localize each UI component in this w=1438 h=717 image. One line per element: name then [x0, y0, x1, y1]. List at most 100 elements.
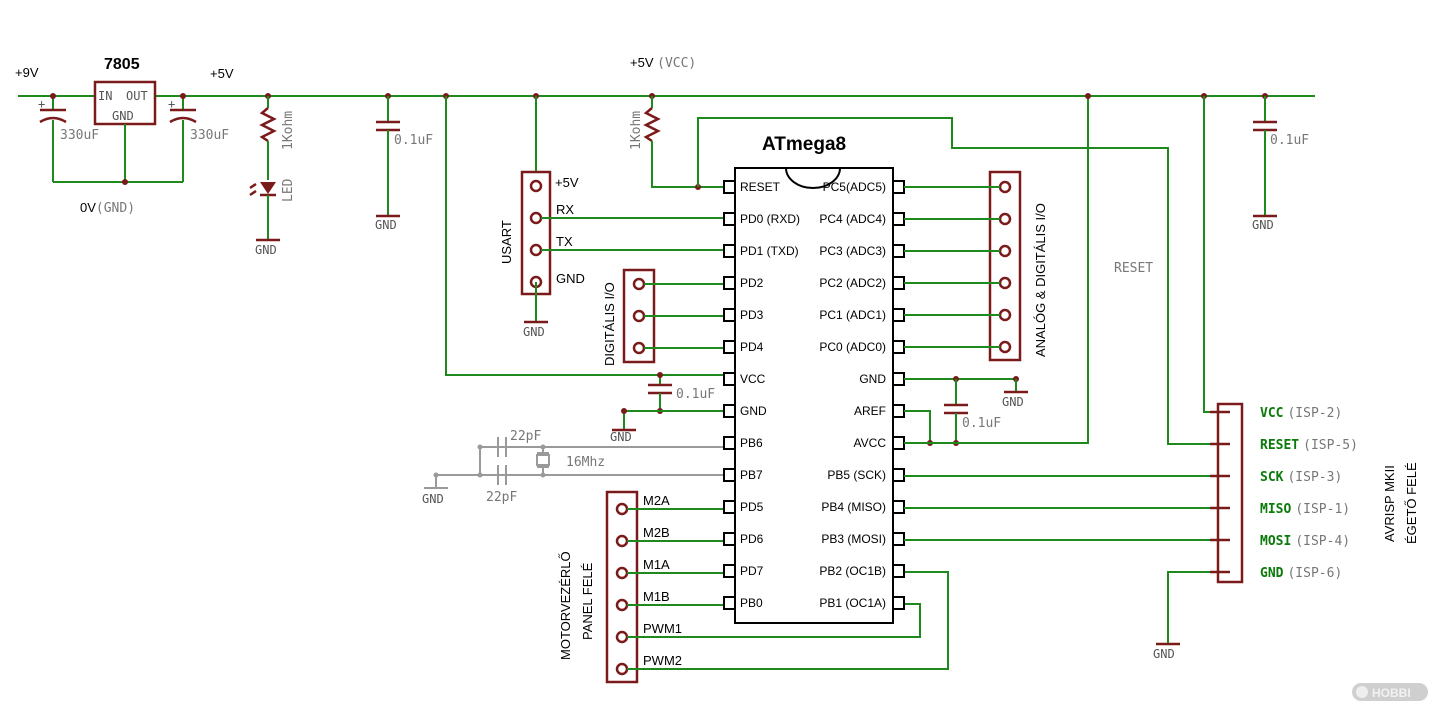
chip-pin-left-label: PD3 — [740, 308, 764, 322]
chip-pin-right-label: PB2 (OC1B) — [819, 564, 886, 578]
chip-pin-right-label: PB4 (MISO) — [821, 500, 886, 514]
svg-text:+: + — [168, 97, 175, 111]
chip-right-pins: PC5(ADC5)PC4 (ADC4)PC3 (ADC3)PC2 (ADC2)P… — [819, 180, 905, 610]
chip-pin-left-label: PB0 — [740, 596, 763, 610]
isp-title-1: AVRISP MKII — [1382, 465, 1397, 542]
chip-pin-left: PB7 — [723, 468, 763, 482]
cap-330uf-left: + — [38, 93, 67, 182]
motor-title-1: MOTORVEZÉRLŐ — [558, 551, 573, 660]
cap-330uf-right: + — [168, 93, 197, 182]
chip-pin-left-label: PD2 — [740, 276, 764, 290]
atmega8-chip — [734, 167, 894, 624]
svg-text:MOSI (ISP-4): MOSI (ISP-4) — [1260, 532, 1350, 549]
svg-text:+: + — [38, 97, 45, 111]
chip-pin-right: PB1 (OC1A) — [819, 596, 905, 610]
cap-330-left-label: 330uF — [60, 128, 99, 143]
cap-01-aref-label: 0.1uF — [962, 416, 1001, 431]
chip-pin-left-label: VCC — [740, 372, 766, 386]
svg-text:GND (ISP-6): GND (ISP-6) — [1260, 564, 1342, 581]
chip-pin-left-label: PD5 — [740, 500, 764, 514]
regulator-in: IN — [98, 89, 112, 103]
svg-text:MISO (ISP-1): MISO (ISP-1) — [1260, 500, 1350, 517]
motor-title-2: PANEL FELÉ — [580, 562, 595, 640]
chip-pin-right-label: GND — [859, 372, 886, 386]
chip-pin-left: PD0 (RXD) — [723, 212, 800, 226]
chip-pin-left: PD4 — [723, 340, 764, 354]
crystal-label: 16Mhz — [566, 455, 605, 470]
chip-pin-left-label: PB7 — [740, 468, 763, 482]
svg-text:GND: GND — [1002, 395, 1024, 409]
chip-pin-right-label: AREF — [854, 404, 886, 418]
chip-pin-left: GND — [723, 404, 767, 418]
reset-wire-label: RESET — [1114, 261, 1153, 276]
svg-text:GND: GND — [422, 492, 444, 506]
svg-text:RESET (ISP-5): RESET (ISP-5) — [1260, 436, 1358, 453]
label-5v-vcc: +5V (VCC) — [630, 55, 696, 71]
svg-text:GND: GND — [375, 218, 397, 232]
res-1k-left-label: 1Kohm — [281, 111, 296, 150]
chip-pin-left-label: PD6 — [740, 532, 764, 546]
crystal-oscillator — [424, 437, 724, 489]
chip-pin-right-label: AVCC — [854, 436, 887, 450]
label-9v: +9V — [15, 65, 39, 80]
usart-title: USART — [499, 220, 514, 264]
chip-pin-right: AVCC — [854, 436, 905, 450]
svg-text:VCC (ISP-2): VCC (ISP-2) — [1260, 404, 1342, 421]
isp-title-2: ÉGETŐ FELÉ — [1404, 462, 1419, 544]
usart-pin-rx: RX — [556, 202, 574, 217]
chip-pin-left-label: PD1 (TXD) — [740, 244, 799, 258]
cap-22-bot-label: 22pF — [486, 490, 517, 505]
motor-pin-m2a: M2A — [643, 493, 670, 508]
label-0v-gnd: 0V(GND) — [80, 200, 135, 216]
digital-io-connector — [622, 268, 656, 364]
chip-pin-left: PD7 — [723, 564, 764, 578]
chip-pin-right-label: PB3 (MOSI) — [821, 532, 886, 546]
cap-330-right-label: 330uF — [190, 128, 229, 143]
svg-text:GND: GND — [1153, 647, 1175, 661]
motor-connector — [605, 490, 639, 684]
regulator-gnd: GND — [112, 109, 134, 123]
chip-pin-left-label: PB6 — [740, 436, 763, 450]
chip-pin-left: VCC — [723, 372, 766, 386]
chip-pin-left: PD6 — [723, 532, 764, 546]
svg-text:GND: GND — [255, 243, 277, 257]
resistor-led — [249, 93, 277, 240]
chip-pin-right: PB2 (OC1B) — [819, 564, 905, 578]
label-5v: +5V — [210, 66, 234, 81]
cap-01uf-a — [376, 93, 400, 218]
regulator-name: 7805 — [104, 56, 140, 73]
res-1k-right-label: 1Kohm — [629, 111, 644, 150]
usart-pin-tx: TX — [556, 234, 573, 249]
chip-pin-right-label: PC0 (ADC0) — [819, 340, 886, 354]
chip-pin-left-label: PD0 (RXD) — [740, 212, 800, 226]
isp-labels: VCC (ISP-2) RESET (ISP-5) SCK (ISP-3) MI… — [1260, 404, 1358, 581]
reset-line — [697, 117, 1210, 445]
hobbi-watermark: HOBBI — [1352, 683, 1428, 701]
chip-notch — [785, 167, 841, 189]
cap-22-top-label: 22pF — [510, 429, 541, 444]
cap-01-vcc-label: 0.1uF — [676, 387, 715, 402]
usart-pin-gnd: GND — [556, 271, 585, 286]
chip-pin-right: PB5 (SCK) — [827, 468, 905, 482]
chip-pin-left-label: PD4 — [740, 340, 764, 354]
chip-pin-left-label: PD7 — [740, 564, 764, 578]
digital-io-title: DIGITÁLIS I/O — [602, 282, 617, 366]
usart-pin-5v: +5V — [555, 175, 579, 190]
chip-pin-right: AREF — [854, 404, 905, 418]
chip-name: ATmega8 — [762, 134, 846, 155]
chip-pin-left: PD1 (TXD) — [723, 244, 799, 258]
analog-io-title: ANALÓG & DIGITÁLIS I/O — [1033, 203, 1048, 357]
chip-pin-left: RESET — [723, 180, 781, 194]
cap-01-b-label: 0.1uF — [1270, 133, 1309, 148]
chip-pin-left: PD3 — [723, 308, 764, 322]
chip-pin-left: PB0 — [723, 596, 763, 610]
regulator-out: OUT — [126, 89, 148, 103]
chip-pin-left-label: GND — [740, 404, 767, 418]
svg-text:GND: GND — [610, 430, 632, 444]
svg-text:GND: GND — [523, 325, 545, 339]
chip-pin-left: PD2 — [723, 276, 764, 290]
motor-pin-pwm2: PWM2 — [643, 653, 682, 668]
chip-pin-left: PB6 — [723, 436, 763, 450]
motor-pin-m2b: M2B — [643, 525, 670, 540]
